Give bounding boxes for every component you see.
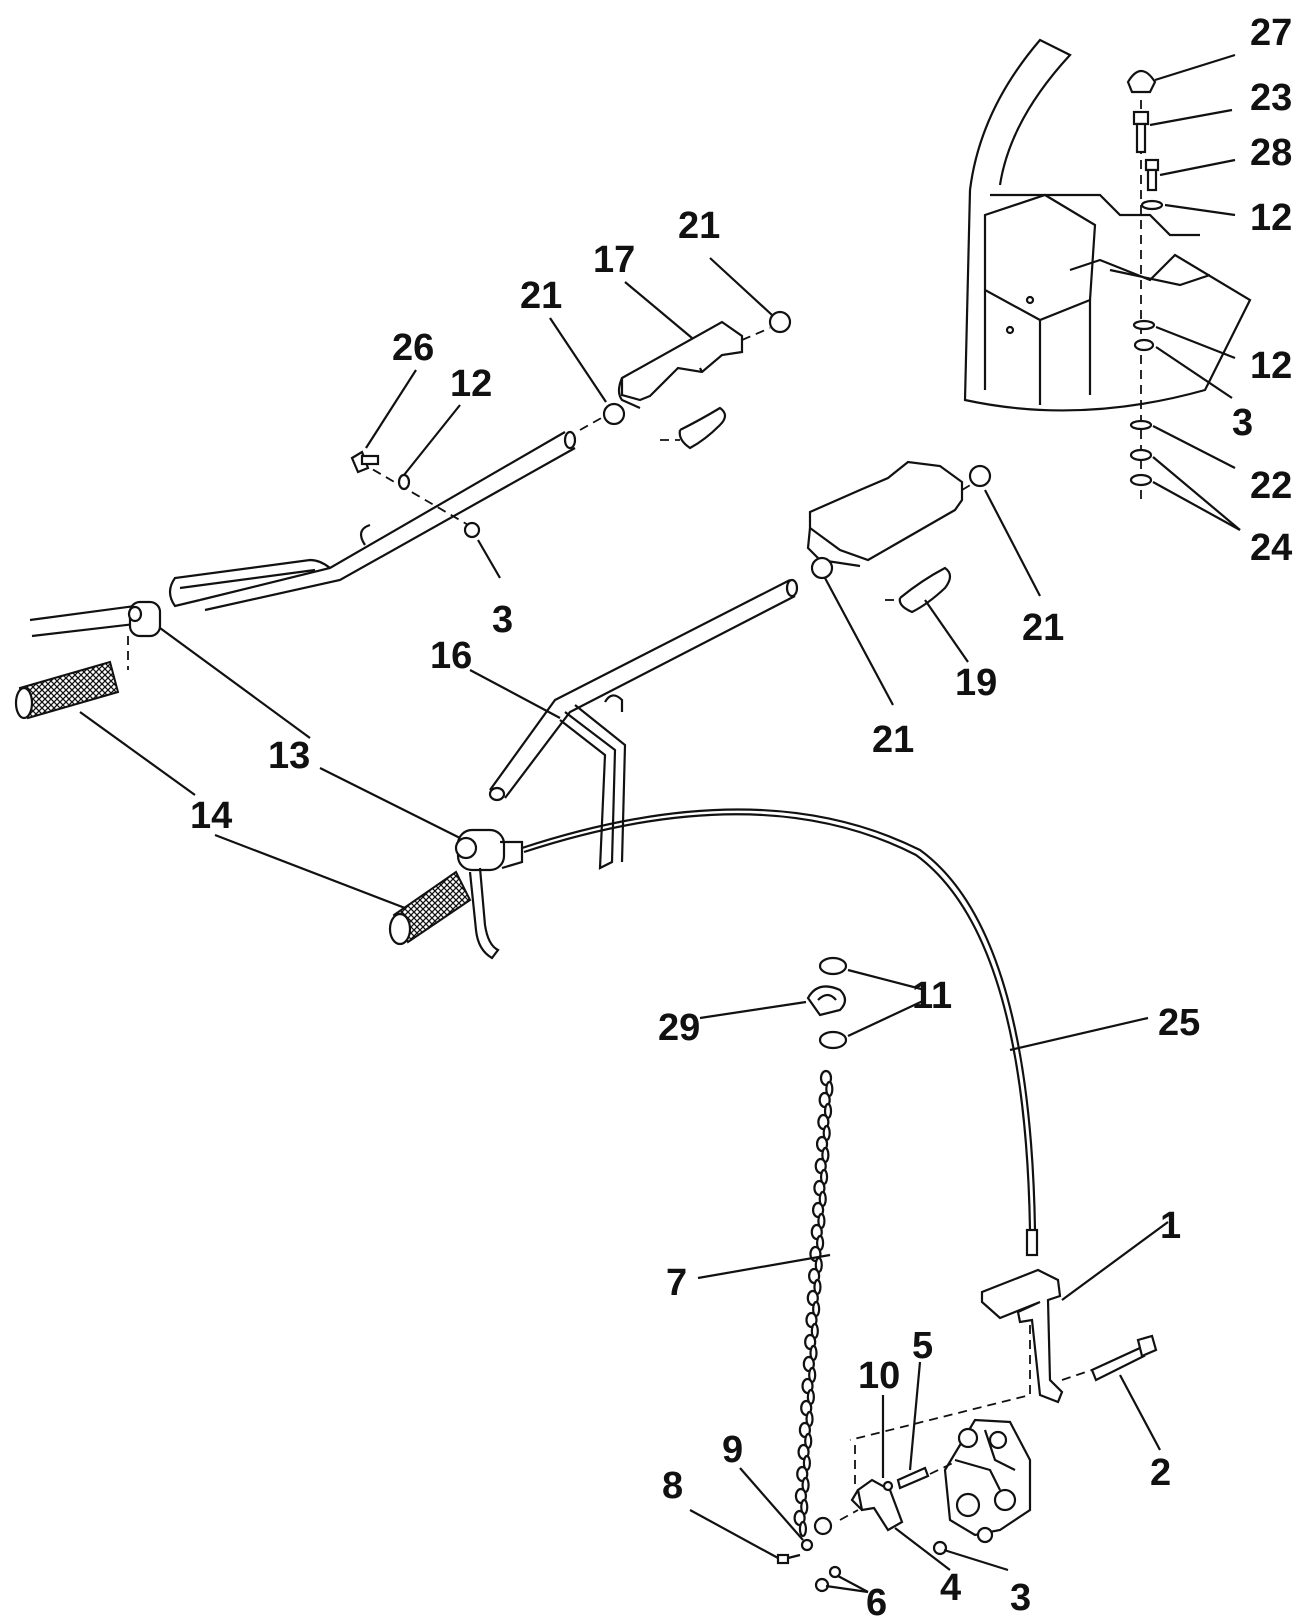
lower-grip — [388, 870, 472, 946]
callout-3: 3 — [1232, 402, 1253, 444]
lower-handle-bar — [488, 578, 799, 870]
callout-16: 16 — [430, 635, 472, 677]
ring-and-clip — [806, 956, 848, 1050]
bracket — [849, 1268, 1093, 1441]
callout-12: 12 — [1250, 345, 1292, 387]
callout-21: 21 — [678, 205, 720, 247]
callout-6: 6 — [866, 1582, 887, 1620]
callout-12: 12 — [1250, 197, 1292, 239]
callout-1: 1 — [1160, 1205, 1181, 1247]
callout-29: 29 — [658, 1007, 700, 1049]
callout-13: 13 — [268, 735, 310, 777]
upper-pedal — [602, 310, 792, 450]
control-cable — [521, 808, 1039, 1257]
callout-2: 2 — [1150, 1452, 1171, 1494]
callout-23: 23 — [1250, 77, 1292, 119]
lower-pedal — [806, 460, 992, 614]
callout-12: 12 — [450, 363, 492, 405]
bolt — [1090, 1334, 1158, 1382]
valve-body — [943, 1418, 1032, 1544]
callout-3: 3 — [492, 599, 513, 641]
callout-8: 8 — [662, 1465, 683, 1507]
callout-21: 21 — [520, 275, 562, 317]
callout-19: 19 — [955, 662, 997, 704]
callout-17: 17 — [593, 239, 635, 281]
callout-25: 25 — [1158, 1002, 1200, 1044]
valve-linkage — [776, 1445, 956, 1593]
callout-22: 22 — [1250, 465, 1292, 507]
callout-21: 21 — [872, 719, 914, 761]
callout-5: 5 — [912, 1325, 933, 1367]
callout-10: 10 — [858, 1355, 900, 1397]
lower-grip-lever — [454, 828, 524, 960]
upper-grip — [14, 636, 129, 720]
callout-labels: 27 23 28 12 12 3 22 24 21 17 21 26 12 3 … — [190, 12, 1292, 1620]
callout-9: 9 — [722, 1429, 743, 1471]
chain-link — [798, 1520, 808, 1538]
chain — [793, 1069, 834, 1538]
callout-4: 4 — [940, 1567, 961, 1609]
upper-handle-bar — [168, 430, 577, 612]
upper-grip-collar — [29, 600, 162, 638]
hardware-stack — [1126, 69, 1164, 500]
callout-26: 26 — [392, 327, 434, 369]
chassis-frame — [963, 38, 1252, 412]
callout-24: 24 — [1250, 527, 1292, 569]
callout-27: 27 — [1250, 12, 1292, 54]
upper-hardware — [350, 411, 613, 539]
callout-21: 21 — [1022, 607, 1064, 649]
callout-28: 28 — [1250, 132, 1292, 174]
callout-7: 7 — [666, 1262, 687, 1304]
leader-lines — [79, 53, 1241, 1594]
callout-3: 3 — [1010, 1577, 1031, 1619]
callout-11: 11 — [912, 975, 952, 1017]
callout-14: 14 — [190, 795, 232, 837]
